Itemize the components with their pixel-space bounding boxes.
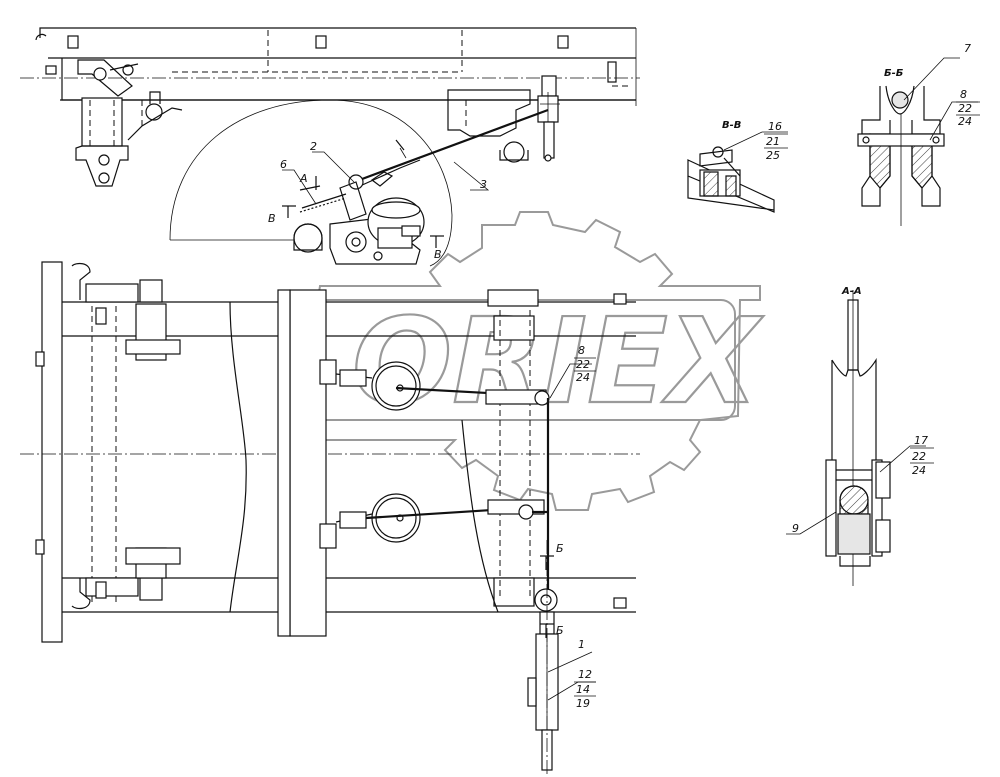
central-lever-plan — [461, 289, 627, 613]
section-bb — [857, 85, 945, 226]
stack-bb-2: 24 — [958, 115, 972, 128]
callout-1: 1 — [578, 638, 585, 651]
cylinder-assembly-bottom — [527, 540, 559, 776]
stack-bottom-0: 12 — [578, 668, 592, 681]
section-title-aa: А-А — [841, 286, 862, 297]
stack-vv-0: 16 — [768, 120, 782, 133]
stack-vv: 16 21 25 — [764, 120, 788, 162]
cut-mark-v-left: В — [268, 212, 276, 225]
brake-chamber-top — [293, 108, 549, 265]
right-bracket-top — [447, 75, 560, 163]
section-markers-top — [282, 139, 444, 248]
callout-9: 9 — [792, 522, 799, 535]
stack-aa: 17 22 24 — [910, 434, 934, 477]
cut-mark-a: А — [299, 172, 308, 185]
part-callouts: 2 6 3 7 9 1 — [280, 42, 971, 651]
callout-6: 6 — [280, 158, 287, 171]
cut-mark-b-bottom: Б — [556, 624, 564, 637]
hooks-plan — [71, 262, 181, 610]
watermark-logo: ORIEX — [290, 211, 765, 511]
leaders-top — [282, 151, 490, 205]
brake-chambers-plan — [319, 359, 543, 549]
section-title-bb: Б-Б — [884, 68, 904, 79]
callout-7: 7 — [964, 42, 971, 55]
section-titles: Б-Б В-В А-А А В В Б Б — [268, 68, 904, 637]
frame-plan — [20, 261, 640, 643]
stack-mid-1: 22 — [576, 358, 590, 371]
section-aa — [825, 290, 891, 586]
cut-mark-v-right: В — [434, 248, 442, 261]
stack-aa-2: 24 — [912, 464, 926, 477]
stack-aa-1: 22 — [912, 450, 926, 463]
stack-mid: 8 22 24 — [574, 344, 596, 384]
callout-2: 2 — [310, 140, 317, 153]
wheel-outline-arc — [169, 99, 453, 267]
stack-mid-0: 8 — [578, 344, 585, 357]
stack-bb-1: 22 — [958, 102, 972, 115]
section-title-vv: В-В — [722, 120, 741, 131]
stack-bottom-2: 19 — [576, 697, 590, 710]
stack-vv-2: 25 — [766, 149, 780, 162]
stack-bottom: 12 14 19 — [574, 668, 596, 710]
section-vv — [687, 146, 775, 213]
stack-bottom-1: 14 — [576, 683, 590, 696]
stack-aa-0: 17 — [914, 434, 928, 447]
stack-vv-1: 21 — [766, 135, 780, 148]
watermark-text: ORIEX — [352, 292, 764, 430]
left-bracket-top — [75, 59, 183, 187]
stack-mid-2: 24 — [576, 371, 590, 384]
stack-bb-0: 8 — [960, 88, 967, 101]
cut-mark-b-top: Б — [556, 542, 564, 555]
callout-3: 3 — [480, 178, 487, 191]
stack-bb: 8 22 24 — [956, 88, 980, 128]
